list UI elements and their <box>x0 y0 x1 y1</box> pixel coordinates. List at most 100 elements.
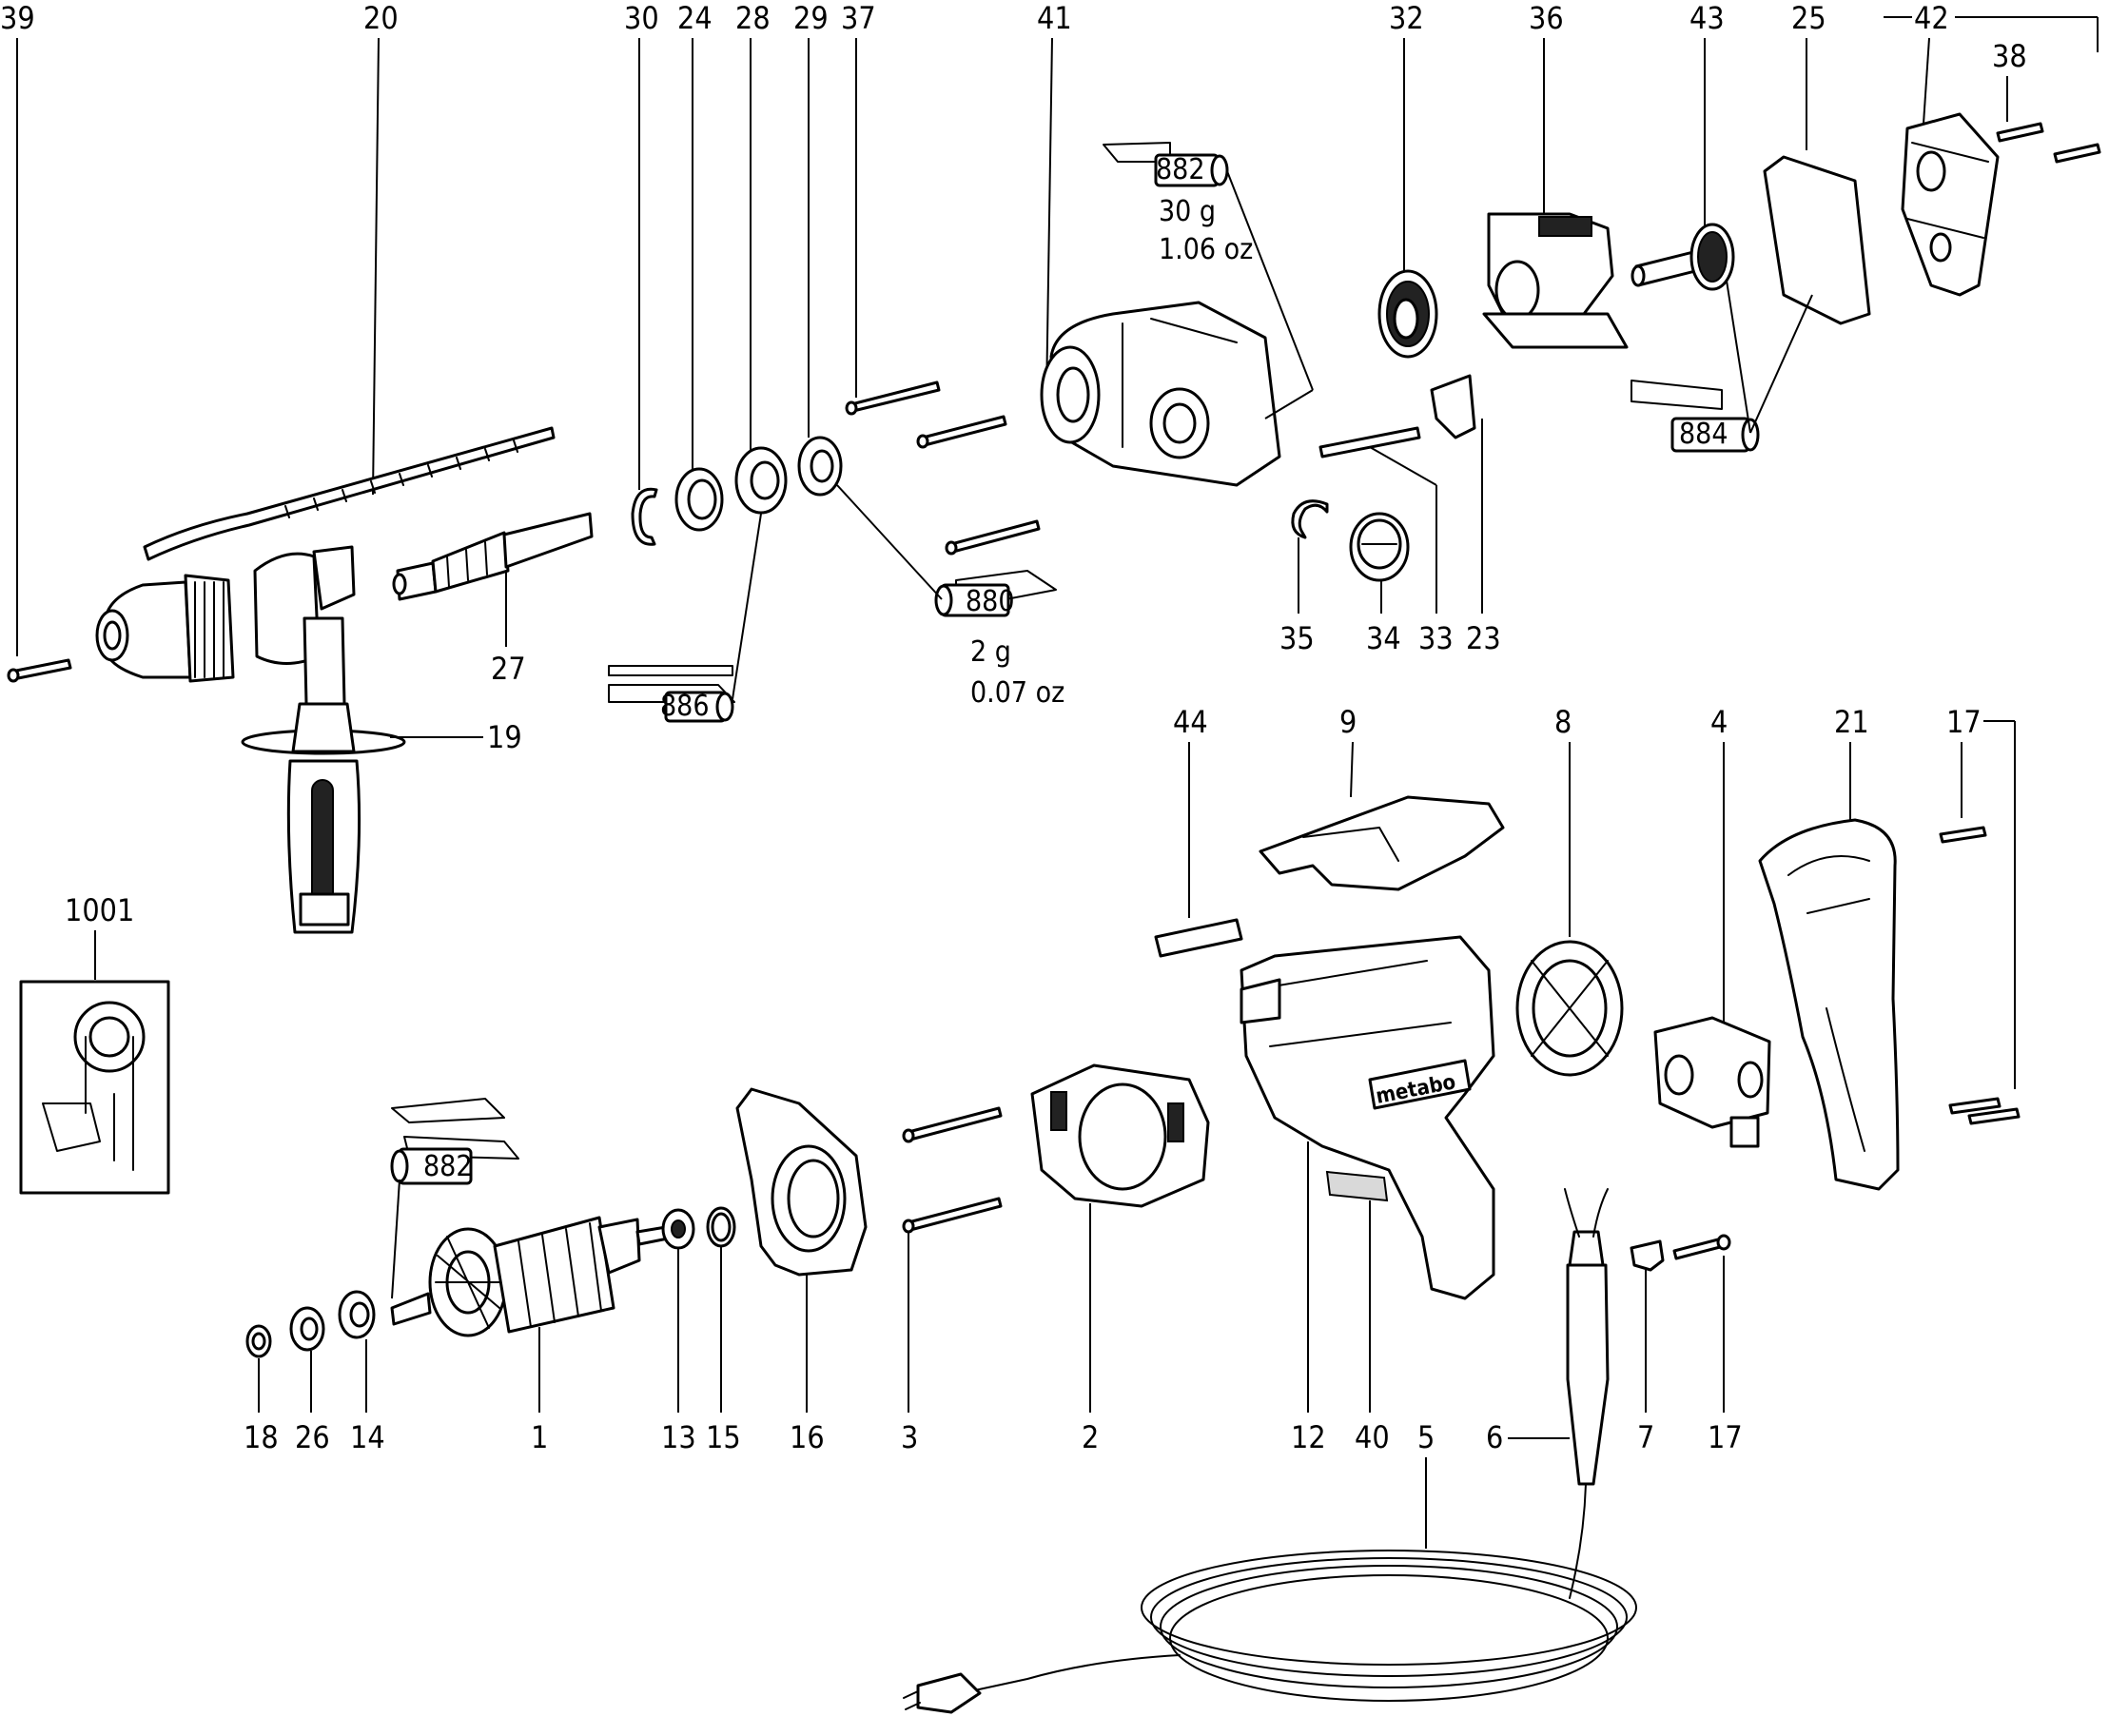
callout-3: 3 <box>901 1232 918 1455</box>
lubricant-tube-886: 886 <box>608 513 762 723</box>
callout-1001: 1001 <box>65 892 134 980</box>
callout-27: 27 <box>491 571 526 687</box>
callout-38: 38 <box>1992 38 2027 122</box>
ring-part-15 <box>706 1206 736 1248</box>
callout-label: 42 <box>1914 0 1949 36</box>
callout-26: 26 <box>295 1351 330 1455</box>
seal-part-24 <box>674 467 724 532</box>
lubricant-code: 882 <box>423 1150 473 1183</box>
callout-label: 1 <box>531 1419 548 1455</box>
callout-label: 9 <box>1339 704 1357 740</box>
callout-1: 1 <box>531 1327 548 1455</box>
callout-5: 5 <box>1417 1419 1435 1549</box>
callout-label: 19 <box>487 719 522 755</box>
armature-part-1 <box>390 1216 670 1337</box>
callout-14: 14 <box>350 1339 385 1455</box>
callout-21: 21 <box>1834 704 1869 820</box>
fan-guide-part-16 <box>735 1087 868 1277</box>
callout-29: 29 <box>793 0 829 438</box>
spring-part-23 <box>1430 374 1476 439</box>
callout-label: 40 <box>1355 1419 1390 1455</box>
callout-23: 23 <box>1466 419 1501 656</box>
clip-part-35 <box>1291 499 1329 539</box>
gear-part-32 <box>1377 269 1438 359</box>
callout-label: 26 <box>295 1419 330 1455</box>
lubricant-amount-alt: 1.06 oz <box>1159 233 1253 266</box>
callout-15: 15 <box>706 1246 741 1455</box>
rod-part-33 <box>1318 426 1421 458</box>
screw-part-17-bottom <box>1672 1234 1731 1260</box>
callout-13: 13 <box>661 1248 696 1455</box>
shaft-gear-part-43 <box>1631 223 1735 291</box>
callout-6: 6 <box>1486 1419 1570 1455</box>
callout-label: 3 <box>901 1419 918 1455</box>
lubricant-code: 886 <box>660 690 710 723</box>
callout-label: 21 <box>1834 704 1869 740</box>
callout-label: 7 <box>1637 1419 1654 1455</box>
gear-housing-part-41 <box>1040 301 1281 487</box>
callout-28: 28 <box>735 0 771 452</box>
callout-4: 4 <box>1710 704 1728 1065</box>
callout-label: 16 <box>790 1419 825 1455</box>
screws-part-17-top <box>1939 826 2021 1125</box>
clamp-part-7 <box>1630 1239 1665 1272</box>
strain-relief-part-6 <box>1564 1188 1610 1599</box>
pins-part-38 <box>1996 122 2101 164</box>
callout-label: 1001 <box>65 892 134 928</box>
side-handle-part-19 <box>241 545 406 934</box>
drill-chuck-part <box>95 574 235 683</box>
callout-20: 20 <box>363 0 399 496</box>
callout-label: 8 <box>1554 704 1572 740</box>
callout-17-bottom: 17 <box>1708 1256 1743 1455</box>
callout-39: 39 <box>0 0 35 656</box>
callout-label: 24 <box>677 0 713 36</box>
bearing-part-29 <box>797 436 843 497</box>
bearing-part-14 <box>338 1290 376 1339</box>
bearing-part-28 <box>734 446 788 515</box>
lubricant-amount: 30 g <box>1159 195 1216 228</box>
lubricant-tube-884: 884 <box>1631 280 1813 453</box>
callout-25: 25 <box>1791 0 1826 150</box>
spindle-part-27 <box>392 512 594 601</box>
cover-part-9 <box>1259 795 1505 891</box>
screws-part-37 <box>845 380 1041 556</box>
callout-label: 41 <box>1037 0 1072 36</box>
nut-part-26 <box>289 1306 325 1352</box>
brush-holder-part-8 <box>1515 940 1624 1077</box>
bushing-part-18 <box>245 1324 272 1358</box>
callout-34: 34 <box>1366 580 1401 656</box>
callout-12: 12 <box>1291 1141 1326 1455</box>
switch-block-part-36 <box>1482 212 1629 349</box>
callout-label: 12 <box>1291 1419 1326 1455</box>
switch-part-4 <box>1653 1016 1771 1148</box>
lubricant-tube-882-top: 882 30 g 1.06 oz <box>1103 142 1314 419</box>
callout-label: 28 <box>735 0 771 36</box>
callout-label: 34 <box>1366 620 1401 656</box>
lubricant-amount-alt: 0.07 oz <box>970 676 1064 710</box>
callout-36: 36 <box>1529 0 1564 219</box>
lubricant-code: 880 <box>966 585 1015 618</box>
callout-label: 33 <box>1418 620 1454 656</box>
callout-label: 20 <box>363 0 399 36</box>
screws-part-3 <box>902 1106 1003 1234</box>
brush-cap-part-34 <box>1349 512 1410 582</box>
callout-41: 41 <box>1037 0 1072 400</box>
label-plate-part-44 <box>1154 918 1243 958</box>
callout-label: 37 <box>841 0 876 36</box>
callout-33: 33 <box>1369 446 1454 656</box>
callout-label: 44 <box>1173 704 1208 740</box>
label-part-40 <box>1325 1170 1389 1202</box>
callout-label: 13 <box>661 1419 696 1455</box>
callout-label: 27 <box>491 651 526 687</box>
callout-label: 17 <box>1946 704 1982 740</box>
callout-label: 6 <box>1486 1419 1503 1455</box>
gear-cover-part-42 <box>1901 112 2000 297</box>
callout-label: 15 <box>706 1419 741 1455</box>
bearing-part-13 <box>661 1208 695 1250</box>
stator-part-2 <box>1030 1063 1210 1208</box>
lubricant-amount: 2 g <box>970 635 1011 669</box>
callout-label: 4 <box>1710 704 1728 740</box>
callout-label: 43 <box>1689 0 1725 36</box>
callout-label: 5 <box>1417 1419 1435 1455</box>
